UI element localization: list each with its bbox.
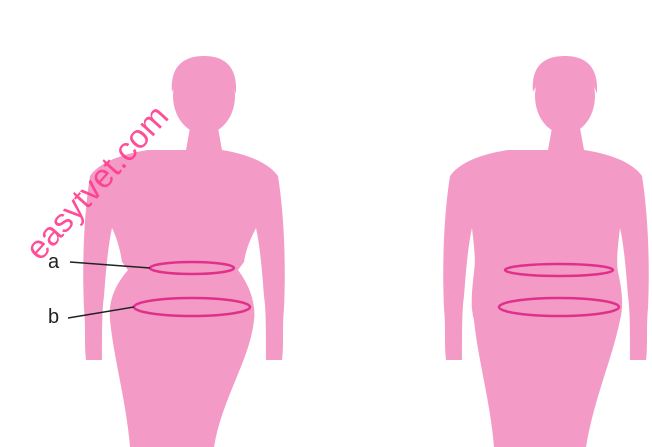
right-figure [443,56,649,447]
right-figure-torso [443,128,649,447]
left-figure [83,56,285,447]
label-b: b [48,306,59,328]
